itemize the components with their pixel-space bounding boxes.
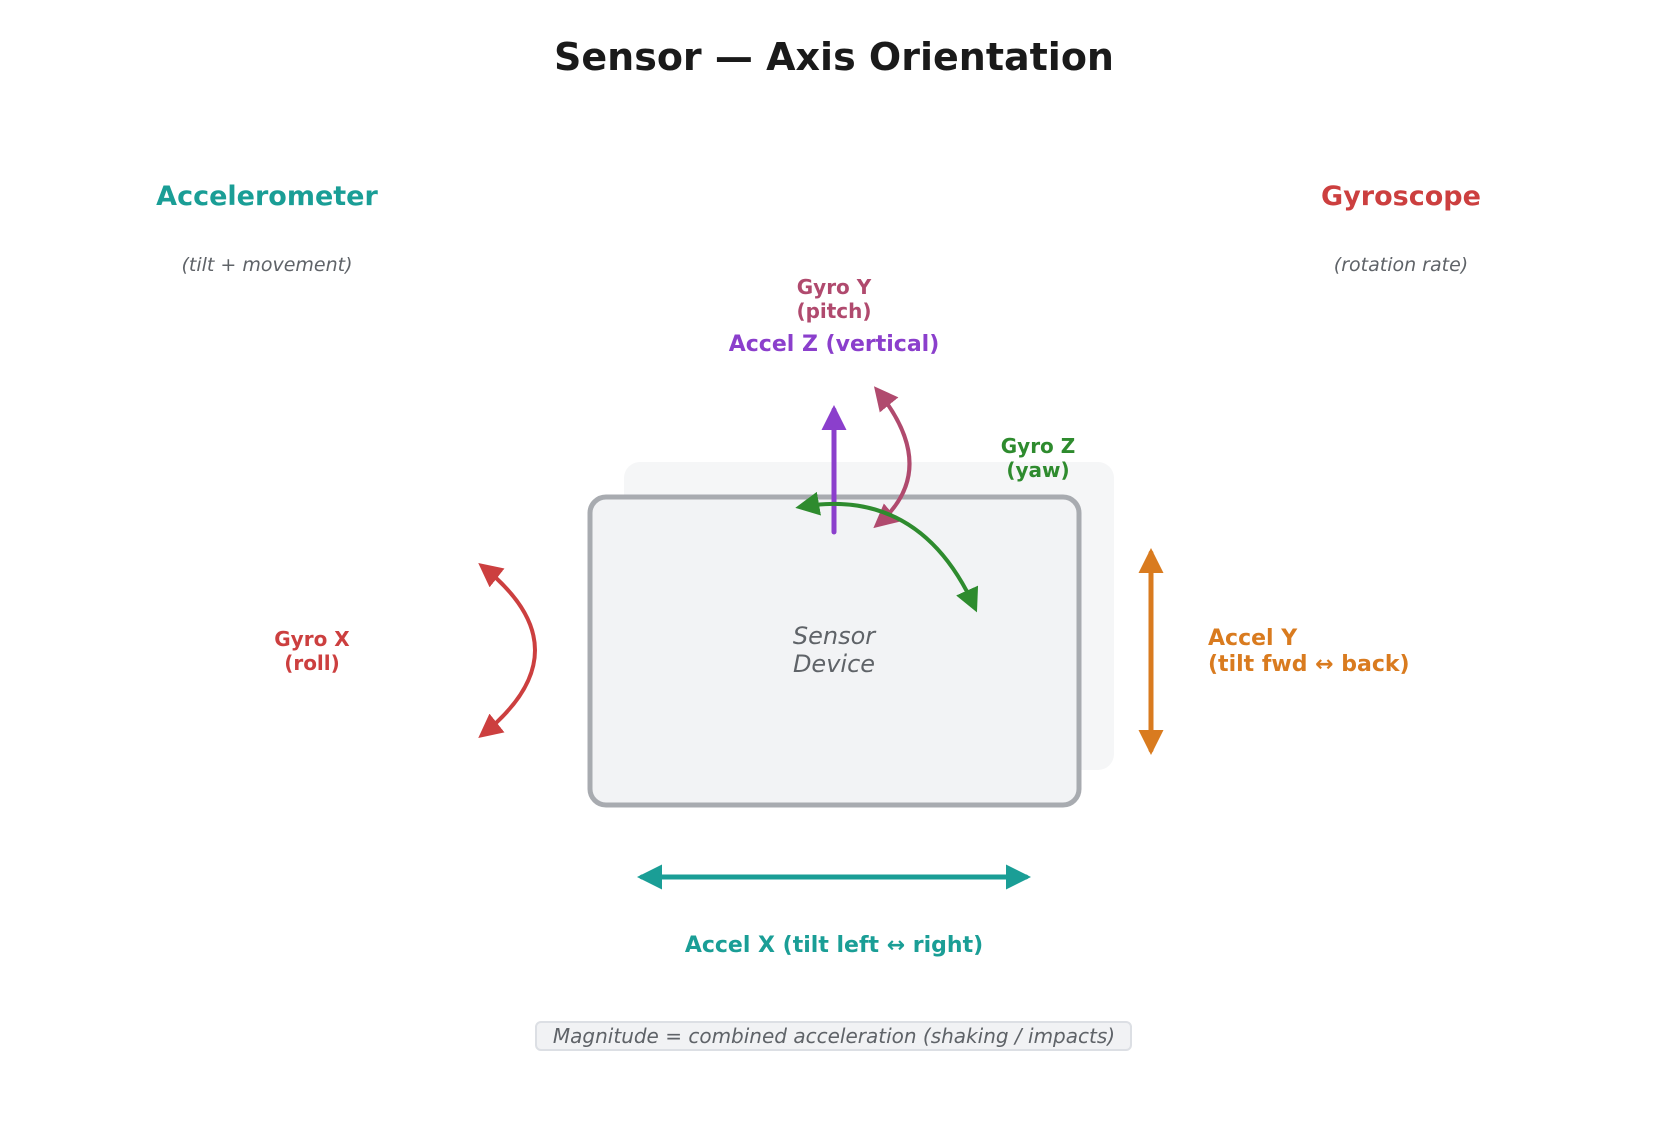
gyro-z-label-line2: (yaw) (1006, 458, 1069, 482)
gyroscope-heading: Gyroscope (1321, 181, 1481, 212)
device-label-line2: Device (793, 650, 875, 678)
accel-z-label: Accel Z (vertical) (729, 332, 940, 357)
gyro-z-label-line1: Gyro Z (1001, 434, 1076, 458)
magnitude-note: Magnitude = combined acceleration (shaki… (553, 1024, 1115, 1048)
accel-y-label-line1: Accel Y (1208, 626, 1298, 651)
gyro-x-label-line1: Gyro X (274, 627, 350, 651)
gyro-x-rotation-arrow (478, 563, 537, 739)
gyro-y-label-line2: (pitch) (796, 299, 871, 323)
accelerometer-heading: Accelerometer (156, 181, 378, 212)
diagram-title: Sensor — Axis Orientation (554, 35, 1114, 79)
device-label-line1: Sensor (793, 622, 877, 650)
accel-x-label: Accel X (tilt left ↔ right) (685, 933, 983, 958)
gyro-y-label-line1: Gyro Y (797, 275, 872, 299)
accelerometer-subtitle: (tilt + movement) (181, 254, 352, 276)
accel-y-label-line2: (tilt fwd ↔ back) (1208, 652, 1410, 677)
gyroscope-subtitle: (rotation rate) (1334, 254, 1468, 276)
gyro-z-rotation-arrow (795, 491, 979, 613)
gyro-x-label-line2: (roll) (284, 651, 340, 675)
magnitude-note-box (535, 1021, 1132, 1051)
